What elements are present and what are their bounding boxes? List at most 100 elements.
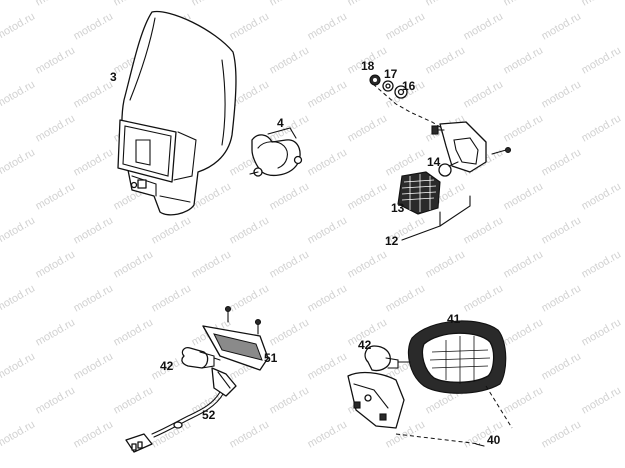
- watermark-text: motod.ru: [462, 10, 506, 42]
- headlight-mask: [117, 10, 237, 216]
- watermark-text: motod.ru: [580, 248, 624, 280]
- turn-signal-assembly: [369, 74, 512, 241]
- watermark-text: motod.ru: [384, 282, 428, 314]
- watermark-text: motod.ru: [268, 180, 312, 212]
- watermark-text: motod.ru: [540, 418, 584, 450]
- watermark-text: motod.ru: [580, 112, 624, 144]
- watermark-text: motod.ru: [34, 384, 78, 416]
- watermark-text: motod.ru: [540, 350, 584, 382]
- watermark-text: motod.ru: [346, 248, 390, 280]
- watermark-text: motod.ru: [228, 282, 272, 314]
- callout-17: 17: [384, 67, 398, 81]
- callout-51: 51: [264, 351, 278, 365]
- watermark-text: motod.ru: [72, 350, 116, 382]
- watermark-text: motod.ru: [112, 0, 156, 9]
- watermark-text: motod.ru: [228, 214, 272, 246]
- callout-42-plate: 42: [160, 359, 174, 373]
- watermark-text: motod.ru: [34, 112, 78, 144]
- callout-40: 40: [487, 433, 501, 447]
- tail-light-assembly: [347, 320, 513, 447]
- watermark-text: motod.ru: [540, 282, 584, 314]
- watermark-text: motod.ru: [502, 180, 546, 212]
- watermark-text: motod.ru: [150, 418, 194, 450]
- watermark-text: motod.ru: [502, 44, 546, 76]
- watermark-text: motod.ru: [190, 248, 234, 280]
- watermark-text: motod.ru: [502, 112, 546, 144]
- watermark-text: motod.ru: [502, 384, 546, 416]
- watermark-text: motod.ru: [0, 146, 37, 178]
- watermark-text: motod.ru: [502, 316, 546, 348]
- watermark-text: motod.ru: [306, 78, 350, 110]
- watermark-text: motod.ru: [150, 214, 194, 246]
- callout-3: 3: [110, 70, 117, 84]
- watermark-text: motod.ru: [34, 180, 78, 212]
- watermark-text: motod.ru: [72, 146, 116, 178]
- watermark-text: motod.ru: [462, 78, 506, 110]
- callout-52: 52: [202, 408, 216, 422]
- callout-14: 14: [427, 155, 441, 169]
- watermark-text: motod.ru: [306, 282, 350, 314]
- watermark-text: motod.ru: [424, 248, 468, 280]
- watermark-text: motod.ru: [228, 418, 272, 450]
- watermark-text: motod.ru: [112, 316, 156, 348]
- watermark-text: motod.ru: [72, 418, 116, 450]
- watermark-text: motod.ru: [462, 282, 506, 314]
- callout-18: 18: [361, 59, 375, 73]
- watermark-text: motod.ru: [424, 44, 468, 76]
- watermark-text: motod.ru: [580, 316, 624, 348]
- watermark-text: motod.ru: [0, 10, 37, 42]
- watermark-text: motod.ru: [306, 10, 350, 42]
- watermark-text: motod.ru: [72, 282, 116, 314]
- watermark-text: motod.ru: [34, 0, 78, 9]
- callout-41: 41: [447, 312, 461, 326]
- watermark-text: motod.ru: [540, 146, 584, 178]
- watermark-text: motod.ru: [580, 384, 624, 416]
- watermark-text: motod.ru: [112, 248, 156, 280]
- watermark-text: motod.ru: [462, 214, 506, 246]
- watermark-text: motod.ru: [346, 0, 390, 9]
- watermark-text: motod.ru: [0, 282, 37, 314]
- watermark-text: motod.ru: [0, 214, 37, 246]
- watermark-text: motod.ru: [268, 316, 312, 348]
- watermark-text: motod.ru: [540, 10, 584, 42]
- callout-16: 16: [402, 79, 416, 93]
- watermark-text: motod.ru: [228, 10, 272, 42]
- watermark-text: motod.ru: [306, 418, 350, 450]
- watermark-text: motod.ru: [150, 282, 194, 314]
- watermark-text: motod.ru: [72, 10, 116, 42]
- callout-labels: 3 4 18 17 16 14 13 12 41 42 51 42 52 40: [110, 59, 501, 447]
- callout-4: 4: [277, 116, 284, 130]
- watermark-text: motod.ru: [0, 418, 37, 450]
- watermark-text: motod.ru: [112, 384, 156, 416]
- watermark-text: motod.ru: [34, 248, 78, 280]
- watermark-text: motod.ru: [268, 44, 312, 76]
- watermark-text: motod.ru: [502, 248, 546, 280]
- watermark-text: motod.ru: [0, 350, 37, 382]
- watermark-text: motod.ru: [306, 350, 350, 382]
- watermark-text: motod.ru: [0, 78, 37, 110]
- watermark-text: motod.ru: [384, 10, 428, 42]
- watermark-text: motod.ru: [502, 0, 546, 9]
- watermark-text: motod.ru: [580, 180, 624, 212]
- watermark-text: motod.ru: [268, 0, 312, 9]
- watermark-text: motod.ru: [306, 214, 350, 246]
- watermark-text: motod.ru: [346, 112, 390, 144]
- watermark-text: motod.ru: [580, 44, 624, 76]
- watermark-text: motod.ru: [72, 78, 116, 110]
- watermark-text: motod.ru: [306, 146, 350, 178]
- watermark-text: motod.ru: [580, 0, 624, 9]
- watermark-text: motod.ru: [34, 316, 78, 348]
- callout-42-tail: 42: [358, 338, 372, 352]
- watermark-text: motod.ru: [424, 0, 468, 9]
- mounting-bracket: [249, 127, 303, 177]
- watermark-text: motod.ru: [540, 214, 584, 246]
- watermark-text: motod.ru: [34, 44, 78, 76]
- watermark-text: motod.ru: [268, 384, 312, 416]
- watermark-text: motod.ru: [540, 78, 584, 110]
- watermark-text: motod.ru: [346, 180, 390, 212]
- watermark-text: motod.ru: [190, 0, 234, 9]
- watermark-text: motod.ru: [268, 248, 312, 280]
- plate-light-assembly: [125, 305, 269, 453]
